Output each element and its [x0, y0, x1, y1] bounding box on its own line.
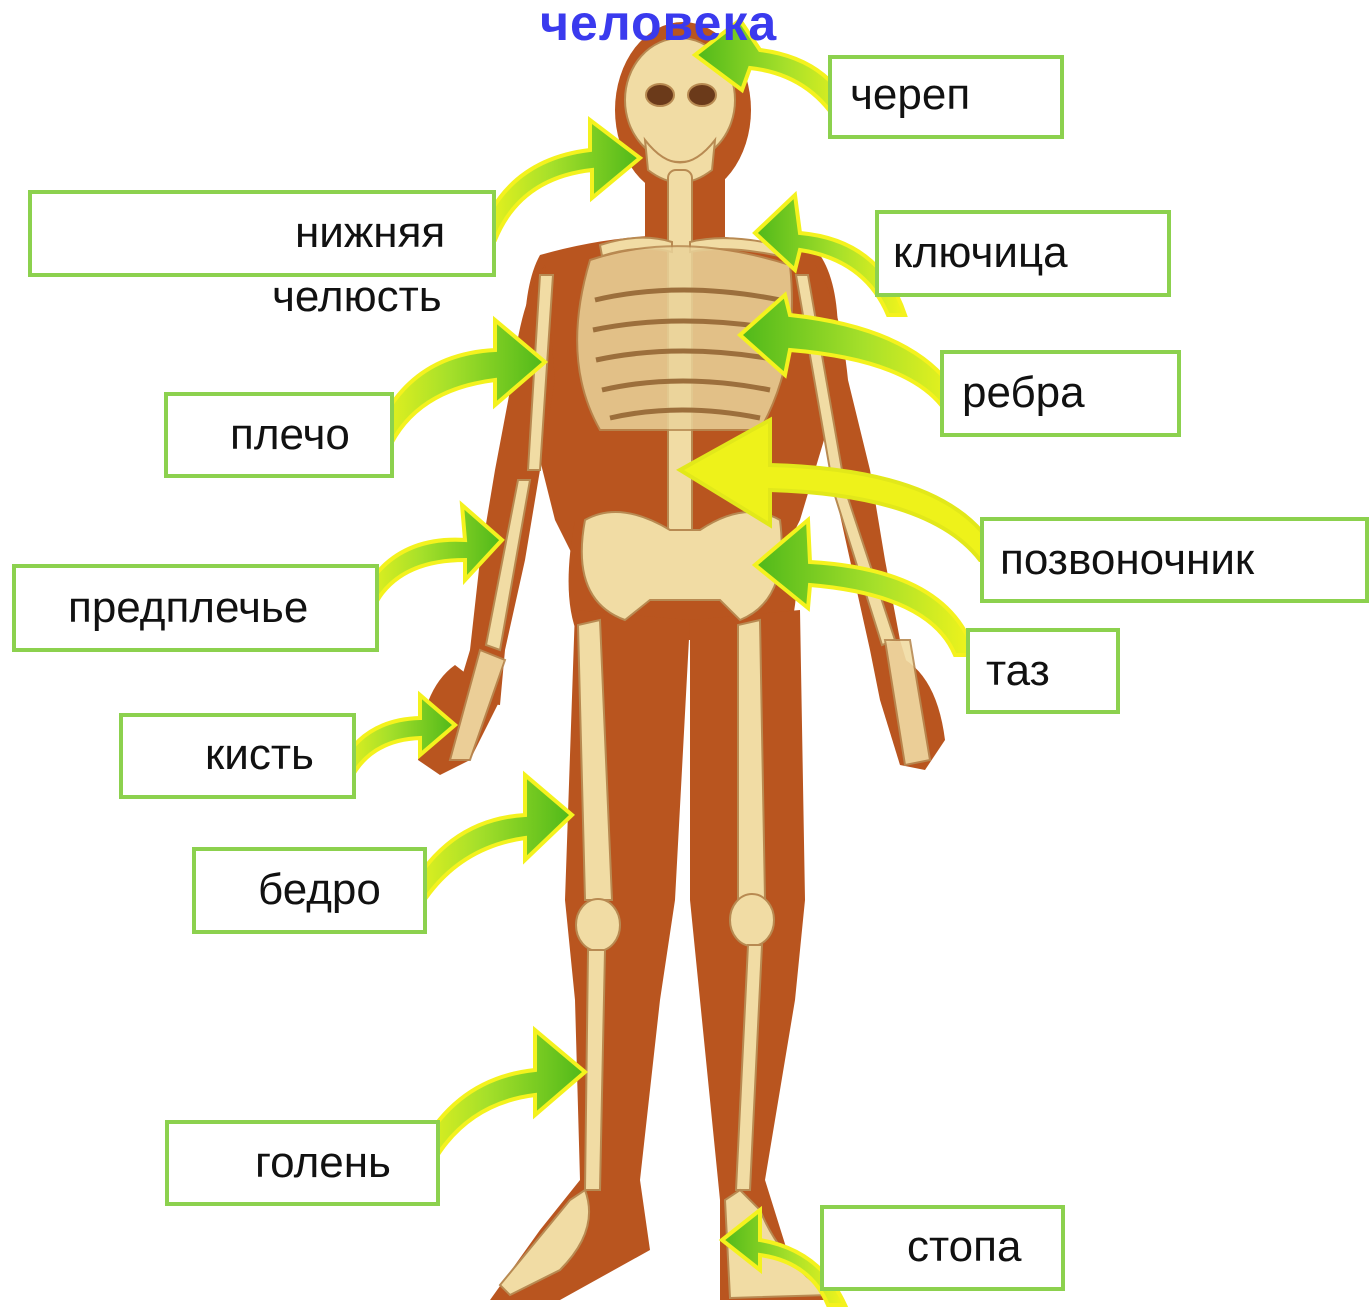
label-pelvis: таз — [986, 646, 1050, 696]
label-skull: череп — [850, 70, 970, 120]
label-shin: голень — [255, 1138, 391, 1188]
label-hand: кисть — [205, 730, 314, 780]
label-ribs: ребра — [962, 368, 1085, 418]
arrow-jaw — [478, 120, 640, 240]
label-jaw-line2: челюсть — [272, 272, 442, 322]
label-spine: позвоночник — [1000, 535, 1254, 585]
label-shoulder: плечо — [230, 410, 350, 460]
label-thigh: бедро — [258, 865, 381, 915]
diagram-title: человека — [540, 0, 777, 52]
label-jaw-line1: нижняя — [295, 208, 445, 258]
label-foot: стопа — [907, 1222, 1021, 1272]
label-forearm: предплечье — [68, 583, 308, 633]
label-clavicle: ключица — [893, 228, 1068, 278]
